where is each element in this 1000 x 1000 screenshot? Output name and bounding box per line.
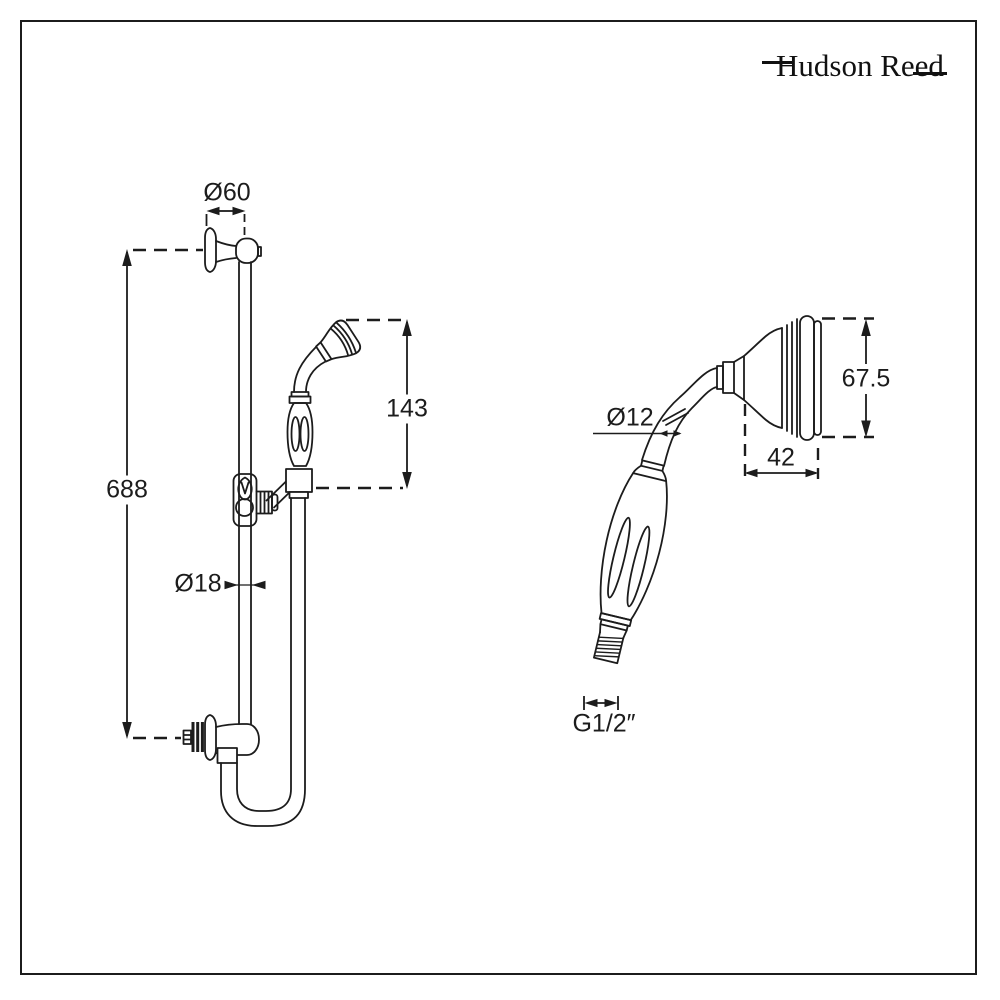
dim-thread-g12 xyxy=(583,696,619,710)
handle-trumpet xyxy=(632,464,668,482)
dim-label-rail-length: 688 xyxy=(102,475,152,505)
dim-handset-length-143 xyxy=(316,318,412,490)
shower-hose xyxy=(220,497,306,827)
top-wall-bracket xyxy=(204,227,262,273)
logo-strike-line xyxy=(762,61,792,64)
hose-outlet xyxy=(216,747,238,764)
dim-bracket-diameter-60 xyxy=(205,206,246,240)
dim-label-rail-diameter: Ø18 xyxy=(174,569,222,598)
dim-label-bracket-diameter: Ø60 xyxy=(203,178,251,207)
bottom-flange xyxy=(204,714,217,761)
dim-label-head-depth: 42 xyxy=(767,443,795,472)
top-cone xyxy=(215,240,237,263)
slide-rail-view xyxy=(182,227,362,827)
handle-slot xyxy=(626,525,651,608)
head-steps xyxy=(781,318,798,438)
handset-handle xyxy=(286,402,314,467)
dim-head-depth-42 xyxy=(743,404,820,479)
handle-slot xyxy=(607,516,631,599)
handset-handle-detail xyxy=(593,459,668,665)
clamp-lever xyxy=(237,476,253,501)
head-bell xyxy=(743,327,783,429)
clamp-wheel xyxy=(235,498,254,517)
handle-slot xyxy=(290,416,301,452)
handle-slot xyxy=(299,416,310,452)
handset-head-detail xyxy=(733,315,822,441)
thread-g12 xyxy=(593,631,625,665)
dimensions-left xyxy=(122,206,412,740)
handset-on-rail xyxy=(286,319,362,467)
top-flange xyxy=(204,227,217,273)
top-cap-notch xyxy=(257,246,262,257)
dim-label-neck-diameter: Ø12 xyxy=(606,403,654,432)
head-face xyxy=(813,320,822,436)
logo-underline xyxy=(913,72,947,75)
handset-view xyxy=(593,315,822,665)
thread-nut xyxy=(182,729,192,745)
dimensions-right xyxy=(583,317,874,710)
dim-label-thread: G1/2″ xyxy=(572,709,636,738)
handset-neck-detail xyxy=(641,361,735,467)
top-rail-cap xyxy=(235,237,259,264)
thread-ridges xyxy=(191,722,204,752)
bottom-wall-bracket xyxy=(182,714,260,764)
head-stripes xyxy=(329,321,357,357)
brand-logo: Hudson Reed xyxy=(776,48,944,83)
handset-holder xyxy=(285,468,313,493)
dim-head-height-675 xyxy=(822,317,874,439)
dim-neck-diameter-12 xyxy=(593,430,682,437)
neck-joint-ring xyxy=(662,408,689,426)
dim-rail-length-688 xyxy=(122,248,203,740)
clamp-knob xyxy=(255,490,273,515)
handset-head xyxy=(315,319,362,363)
handle-top-ring xyxy=(640,459,665,472)
dim-rail-diameter-18 xyxy=(224,580,266,590)
dim-label-handset-length: 143 xyxy=(382,394,432,424)
slider-clamp xyxy=(232,468,313,527)
holder-lip xyxy=(288,491,309,499)
handset-neck xyxy=(293,346,327,393)
head-ring xyxy=(799,315,815,441)
dim-label-head-height: 67.5 xyxy=(837,364,895,394)
